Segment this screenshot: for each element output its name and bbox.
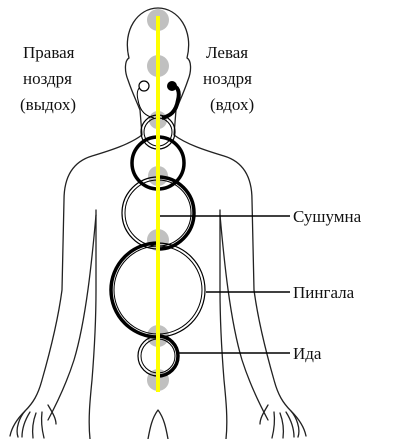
- sushumna-label: Сушумна: [293, 207, 362, 226]
- right-nostril-line-2: ноздря: [23, 69, 72, 88]
- pingala-label: Пингала: [293, 283, 355, 302]
- right-nostril-line-3: (выдох): [20, 95, 76, 114]
- pingala-top-dot: [139, 81, 149, 91]
- right-nostril-label: Правая ноздря (выдох): [20, 43, 76, 114]
- legs-split: [148, 410, 168, 439]
- left-nostril-line-3: (вдох): [210, 95, 254, 114]
- left-nostril-label: Левая ноздря (вдох): [203, 43, 254, 114]
- right-nostril-line-1: Правая: [23, 43, 75, 62]
- ida-label: Ида: [293, 344, 322, 363]
- left-arm-inner: [48, 215, 96, 420]
- left-nostril-line-1: Левая: [206, 43, 248, 62]
- ida-top-dot: [167, 81, 177, 91]
- right-arm-inner: [220, 215, 268, 420]
- loop-sacral-thick-arc: [111, 243, 158, 337]
- left-nostril-line-2: ноздря: [203, 69, 252, 88]
